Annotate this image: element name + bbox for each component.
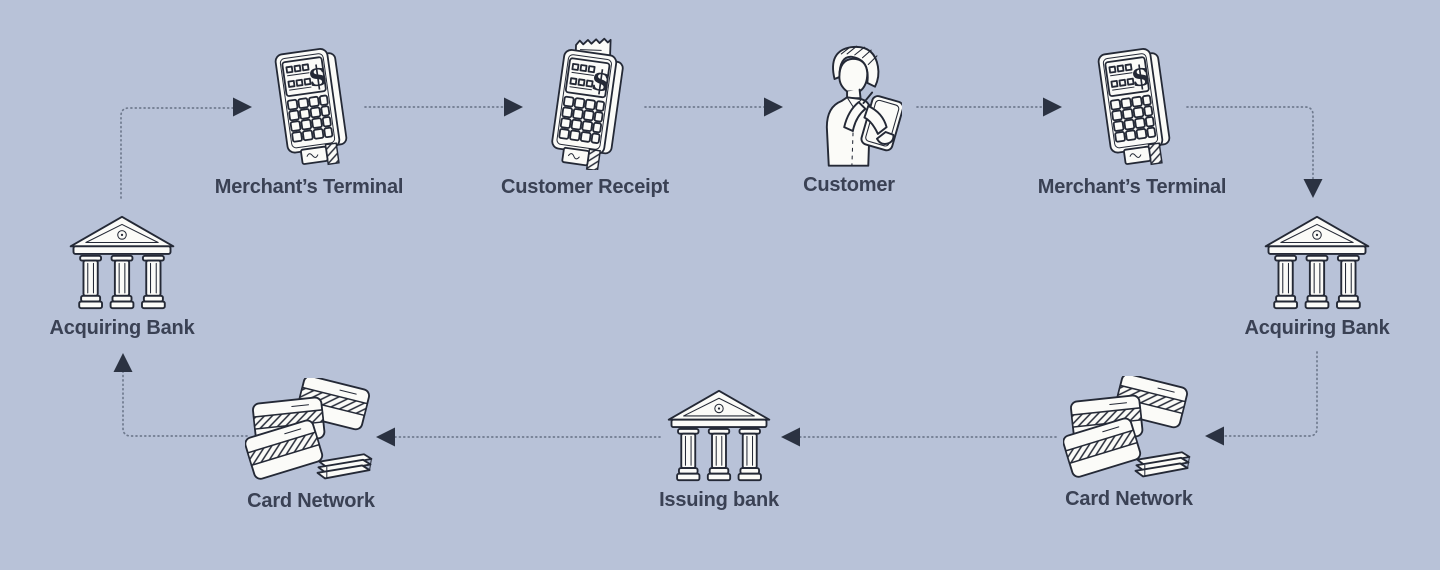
payment-terminal-icon: [262, 42, 356, 170]
node-label-acquiring-bank-right: Acquiring Bank: [1244, 317, 1390, 339]
bank-building-icon: [662, 388, 776, 483]
person-signing-tablet-icon: [796, 42, 902, 168]
arrowhead-down-icon: [1303, 179, 1323, 198]
credit-cards-icon: [244, 378, 378, 484]
node-label-card-network-left: Card Network: [247, 490, 375, 512]
node-customer-receipt: Customer Receipt: [485, 36, 685, 199]
node-label-customer-receipt: Customer Receipt: [501, 176, 669, 198]
node-label-merchant-terminal-2: Merchant’s Terminal: [1037, 176, 1227, 198]
terminal-with-receipt-icon: [536, 36, 634, 170]
node-merchant-terminal-2: Merchant’s Terminal: [1032, 42, 1232, 199]
node-customer: Customer: [749, 42, 949, 197]
bank-building-icon: [63, 214, 181, 311]
node-acquiring-bank-right: Acquiring Bank: [1217, 214, 1417, 340]
node-label-issuing-bank: Issuing bank: [659, 489, 779, 511]
node-card-network-left: Card Network: [211, 378, 411, 513]
payment-terminal-icon: [1085, 42, 1179, 170]
credit-cards-icon: [1062, 376, 1196, 482]
node-label-card-network-right: Card Network: [1065, 488, 1193, 510]
node-merchant-terminal-1: Merchant’s Terminal: [209, 42, 409, 199]
node-label-acquiring-bank-left: Acquiring Bank: [49, 317, 195, 339]
arrowhead-up-icon: [113, 353, 133, 372]
connector-acquiring-bank-right-to-card-network-right: [1223, 351, 1318, 437]
node-issuing-bank: Issuing bank: [619, 388, 819, 512]
node-acquiring-bank-left: Acquiring Bank: [22, 214, 222, 340]
node-card-network-right: Card Network: [1029, 376, 1229, 511]
bank-building-icon: [1258, 214, 1376, 311]
node-label-merchant-terminal-1: Merchant’s Terminal: [214, 176, 404, 198]
node-label-customer: Customer: [803, 174, 895, 196]
